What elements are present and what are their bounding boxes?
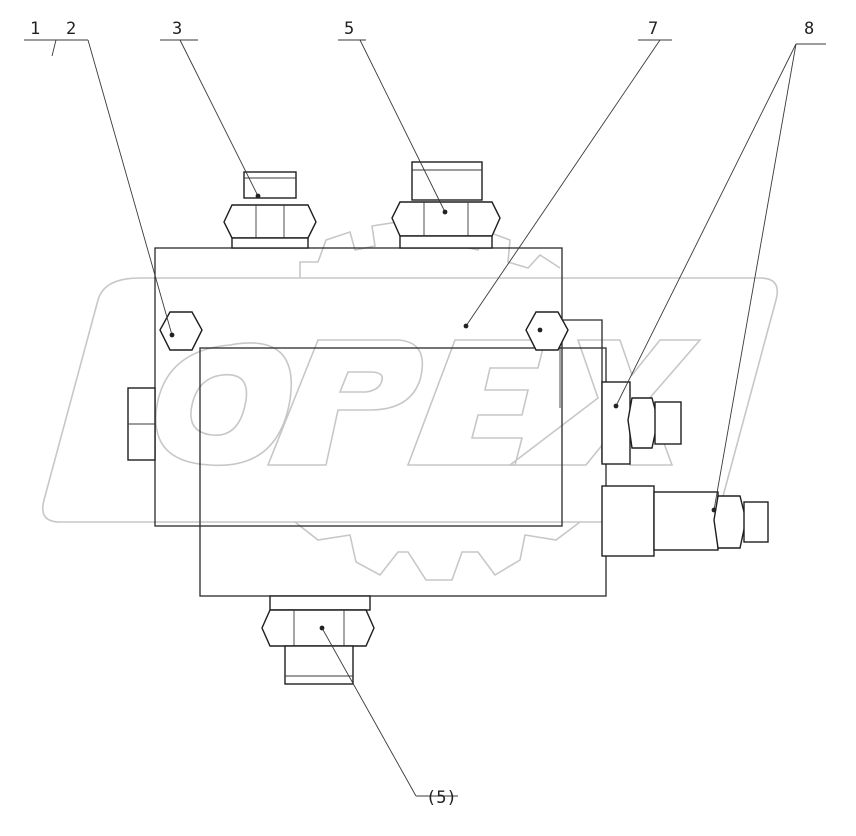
lower-block (199, 347, 607, 597)
callout-3: 3 (172, 19, 182, 39)
watermark-letter-p (266, 339, 424, 466)
bottom-fitting-5 (261, 595, 375, 685)
right-fittings-8 (627, 397, 769, 549)
right-lower-cap (743, 501, 769, 543)
right-lower-stem (653, 491, 719, 551)
watermark-letter-o-inner (190, 373, 248, 436)
callout-2: 2 (66, 19, 76, 39)
valve-body (127, 247, 719, 597)
watermark-letter-o-outer (155, 342, 292, 467)
leader-lines (24, 39, 826, 797)
fitting-5-base (399, 235, 493, 249)
fitting-3-hex (223, 204, 317, 239)
bottom-fitting-stem (284, 645, 354, 685)
callout-7: 7 (648, 19, 658, 39)
hex-plugs (159, 311, 569, 351)
fitting-3-stem (243, 171, 297, 199)
callout-8: 8 (804, 19, 814, 39)
top-fitting-3 (223, 171, 317, 249)
bottom-fitting-base (269, 595, 371, 611)
upper-block (154, 247, 563, 527)
plug-2-hex (159, 311, 203, 351)
plug-right-hex (525, 311, 569, 351)
bottom-fitting-hex (261, 609, 375, 647)
callout-labels: 1 2 3 5 7 8 (5) (30, 19, 814, 808)
watermark-gear-bottom (294, 521, 581, 581)
right-upper-cap (654, 401, 682, 445)
right-lower-port (601, 485, 655, 557)
top-fitting-5 (391, 161, 501, 249)
callout-5-bottom: (5) (426, 788, 457, 808)
fitting-5-stem (411, 161, 483, 201)
leader-dots (169, 193, 717, 631)
callout-5: 5 (344, 19, 354, 39)
right-upper-hex (627, 397, 659, 449)
watermark-letter-x (507, 339, 702, 466)
right-lower-hex (713, 495, 747, 549)
callout-1: 1 (30, 19, 40, 39)
watermark-letter-e (406, 339, 547, 466)
fitting-5-hex (391, 201, 501, 237)
fitting-3-base (231, 237, 309, 249)
right-port-block (601, 381, 631, 465)
